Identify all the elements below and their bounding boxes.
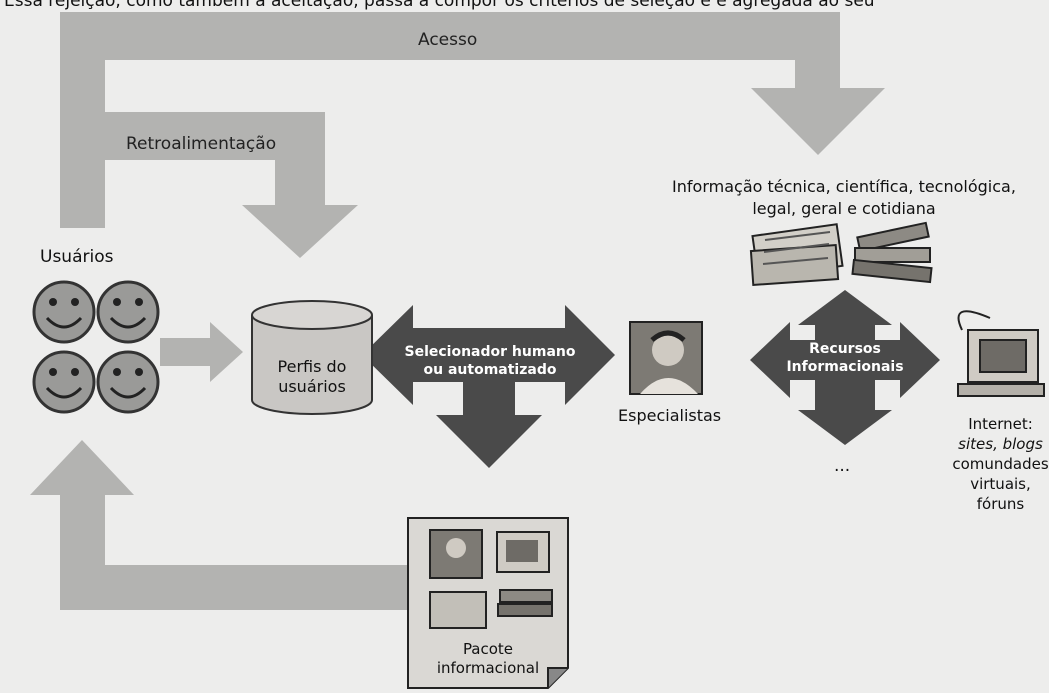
user-face-icon xyxy=(96,280,160,344)
resources-line-1: Recursos xyxy=(809,341,881,357)
computer-icon xyxy=(957,310,1045,397)
package-line-1: Pacote xyxy=(462,640,514,658)
information-line-2: legal, geral e cotidiana xyxy=(752,199,936,218)
user-face-icon xyxy=(96,350,160,414)
profiles-line-1: Perfis do xyxy=(277,357,347,376)
selector-line-1: Selecionador humano xyxy=(404,344,576,360)
internet-line-3: comundades xyxy=(952,455,1049,473)
top-caption: Essa rejeição, como também a aceitação, … xyxy=(4,0,875,11)
specialist-portrait-icon xyxy=(629,321,703,395)
selector-label: Selecionador humano ou automatizado xyxy=(390,343,590,379)
internet-line-1: Internet: xyxy=(968,415,1033,433)
selector-arrow xyxy=(362,305,615,468)
return-loop-arrow xyxy=(30,440,415,610)
resources-cross-arrow xyxy=(750,290,940,445)
resources-label: Recursos Informacionais xyxy=(780,340,910,376)
profiles-line-2: usuários xyxy=(278,377,346,396)
internet-line-5: fóruns xyxy=(976,495,1025,513)
ellipsis-label: ... xyxy=(834,456,851,476)
feedback-arrow xyxy=(105,112,358,258)
books-stack-icon xyxy=(851,221,933,284)
package-line-2: informacional xyxy=(436,659,540,677)
package-note xyxy=(407,517,569,689)
user-face-icon xyxy=(32,350,96,414)
internet-line-4: virtuais, xyxy=(970,475,1031,493)
access-arrow xyxy=(60,12,885,228)
profiles-database-icon xyxy=(251,300,373,415)
resources-line-2: Informacionais xyxy=(786,359,904,375)
documents-stack-icon xyxy=(749,223,844,287)
users-to-profiles-arrow xyxy=(160,322,243,382)
information-label: Informação técnica, científica, tecnológ… xyxy=(640,176,1048,220)
user-face-icon xyxy=(32,280,96,344)
feedback-label: Retroalimentação xyxy=(126,134,277,154)
information-line-1: Informação técnica, científica, tecnológ… xyxy=(672,177,1016,196)
profiles-label: Perfis do usuários xyxy=(252,357,372,397)
access-label: Acesso xyxy=(418,30,478,50)
selector-line-2: ou automatizado xyxy=(423,362,557,378)
internet-line-2: sites, blogs xyxy=(958,435,1043,453)
package-label: Pacote informacional xyxy=(408,640,568,678)
users-label: Usuários xyxy=(40,247,114,267)
specialists-label: Especialistas xyxy=(618,406,722,425)
internet-label: Internet: sites, blogs comundades virtua… xyxy=(952,414,1049,514)
